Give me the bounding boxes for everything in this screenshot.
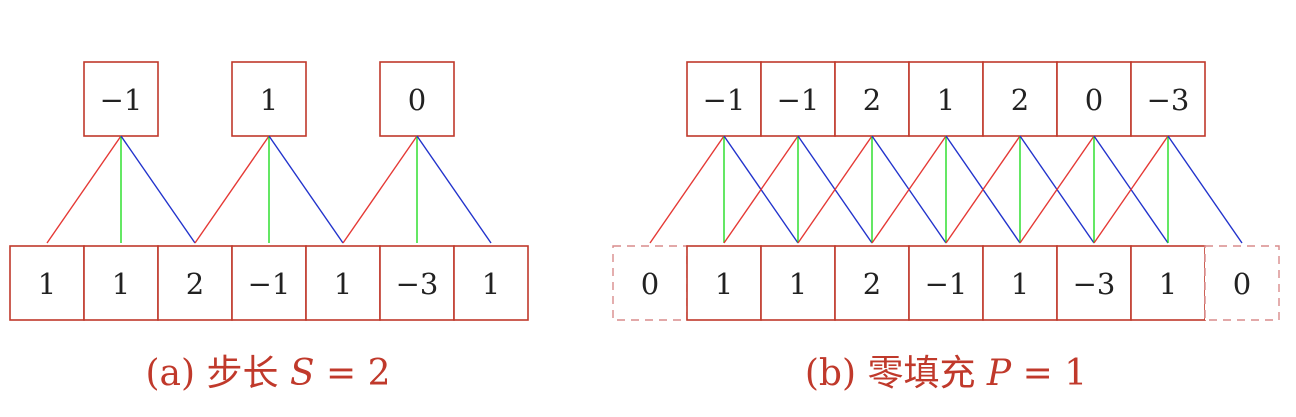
- diagram_b-input-value: 1: [1011, 267, 1029, 301]
- diagram_b-input-value: −1: [925, 267, 968, 301]
- diagram_b-output-cell: [982, 61, 1058, 137]
- diagram_b-output-value: 2: [1011, 83, 1029, 117]
- caption-stride-var: S: [290, 353, 315, 394]
- diagram_b-edge-right: [1167, 135, 1243, 244]
- caption-stride-prefix: (a) 步长: [145, 353, 289, 394]
- diagram_b-edge-left: [1093, 135, 1169, 244]
- diagram_b-output-value: −1: [777, 83, 820, 117]
- diagram_b-input-cell: [1130, 245, 1206, 321]
- diagram_a-edge-right: [120, 135, 196, 244]
- diagram_a-input-cell: [9, 245, 85, 321]
- diagram_b-edge-left: [871, 135, 947, 244]
- diagram_b-output-value: −1: [703, 83, 746, 117]
- diagram_a-input-cell: [305, 245, 381, 321]
- diagram_b-output-cell: [834, 61, 910, 137]
- diagram_a-edge-left: [194, 135, 270, 244]
- diagram_b-output-value: 2: [863, 83, 881, 117]
- diagram_b-input-cell: [760, 245, 836, 321]
- diagram_b-input-cell: [982, 245, 1058, 321]
- diagram_a-input-value: −1: [248, 267, 291, 301]
- diagram_b-input-value: 2: [863, 267, 881, 301]
- diagram_a-edge-right: [268, 135, 344, 244]
- diagram_a-input-cell: [83, 245, 159, 321]
- diagram_b-input-value: 1: [1159, 267, 1177, 301]
- diagram_a-input-cell: [379, 245, 455, 321]
- diagram_a-edge-left: [342, 135, 418, 244]
- diagram_a-edge-right: [416, 135, 492, 244]
- diagram_a-input-cell: [453, 245, 529, 321]
- diagram_a-input-value: 1: [482, 267, 500, 301]
- diagram_a-input-value: 2: [186, 267, 204, 301]
- caption-stride: (a) 步长 S = 2: [145, 353, 390, 394]
- diagram_b-output-value: 1: [937, 83, 955, 117]
- diagram_b-output-cell: [1130, 61, 1206, 137]
- diagram_b-input-value: 0: [1233, 267, 1251, 301]
- diagram_a-input-value: 1: [334, 267, 352, 301]
- diagram_b-input-cell: [908, 245, 984, 321]
- diagram_b-input-value: 0: [641, 267, 659, 301]
- diagram_b-output-cell: [760, 61, 836, 137]
- diagram_b-output-value: 0: [1085, 83, 1103, 117]
- diagram_a-output-value: 0: [408, 83, 426, 117]
- caption-padding-var: P: [986, 353, 1012, 394]
- caption-padding-rest: = 1: [1011, 353, 1087, 394]
- diagram_b-edge-left: [945, 135, 1021, 244]
- diagram_a-input-cell: [157, 245, 233, 321]
- diagram_b-input-pad-cell: [1204, 245, 1280, 321]
- diagram_b-input-cell: [834, 245, 910, 321]
- diagram_a-input-value: 1: [38, 267, 56, 301]
- diagram_b-edge-left: [723, 135, 799, 244]
- diagram_b-edge-left: [797, 135, 873, 244]
- diagram_a-output-value: −1: [100, 83, 143, 117]
- diagram_a-output-cell: [231, 61, 307, 137]
- diagram_b-input-value: 1: [789, 267, 807, 301]
- diagram_b-output-value: −3: [1147, 83, 1190, 117]
- caption-zero-padding: (b) 零填充 P = 1: [805, 353, 1087, 394]
- diagram_a-output-value: 1: [260, 83, 278, 117]
- diagram_b-input-value: −3: [1073, 267, 1116, 301]
- diagram_b-input-cell: [1056, 245, 1132, 321]
- caption-stride-rest: = 2: [315, 353, 391, 394]
- caption-padding-prefix: (b) 零填充: [805, 353, 987, 394]
- diagram_b-input-pad-cell: [612, 245, 688, 321]
- diagram_b-edge-left: [649, 135, 725, 244]
- diagram_b-input-cell: [686, 245, 762, 321]
- diagram-zero-padding: 0 1 1 2 −1 1 −3 1 0 −1 −1 2 1 2 0 −3: [612, 61, 1280, 321]
- diagram_a-input-value: −3: [396, 267, 439, 301]
- diagram_a-edge-left: [46, 135, 122, 244]
- diagram_b-edge-left: [1019, 135, 1095, 244]
- diagram-stride: 1 1 2 −1 1 −3 1 −1 1 0: [9, 61, 529, 321]
- diagram_a-input-value: 1: [112, 267, 130, 301]
- diagram_a-output-cell: [83, 61, 159, 137]
- diagram_b-input-value: 1: [715, 267, 733, 301]
